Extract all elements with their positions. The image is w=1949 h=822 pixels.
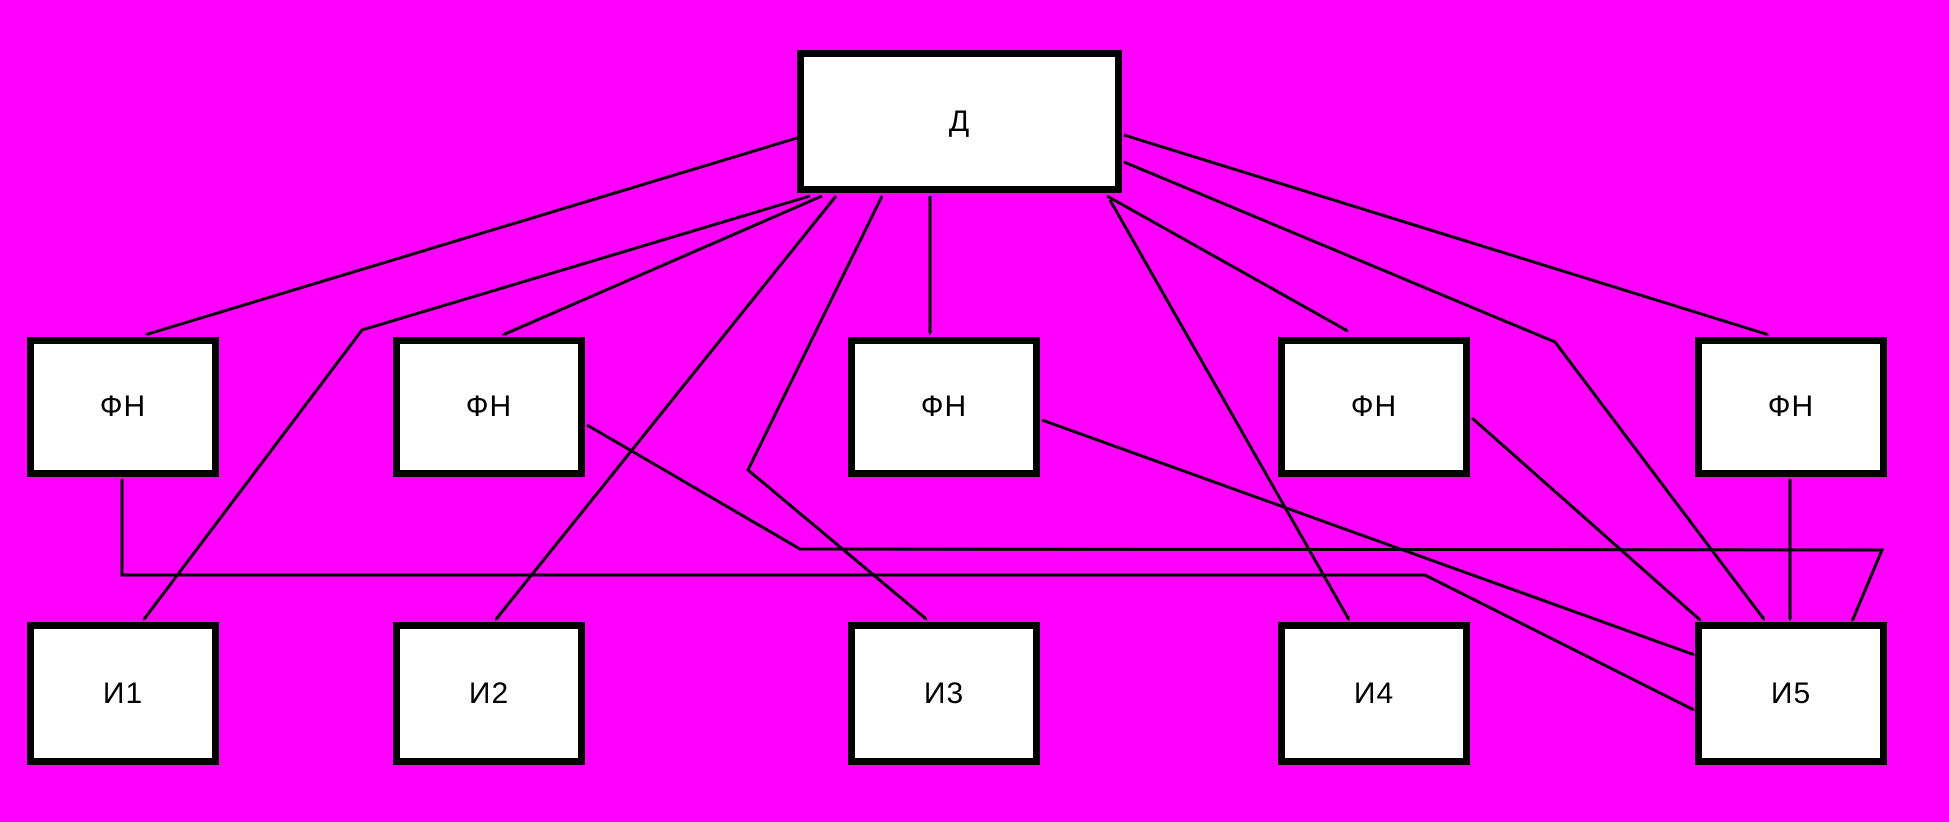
- node-i5: И5: [1695, 622, 1887, 765]
- node-fn3: ФН: [848, 337, 1040, 477]
- node-fn1: ФН: [27, 337, 219, 477]
- node-i1: И1: [27, 622, 219, 765]
- node-i4: И4: [1278, 622, 1470, 765]
- node-i3: И3: [848, 622, 1040, 765]
- node-i5-label: И5: [1770, 676, 1812, 710]
- edge-d-fn2: [505, 194, 823, 334]
- node-i4-label: И4: [1353, 676, 1395, 710]
- node-i2: И2: [393, 622, 585, 765]
- edge-fn2-i5: [586, 423, 1885, 619]
- edge-fn4-i5: [1471, 416, 1699, 619]
- node-d-label: Д: [948, 104, 971, 138]
- node-i2-label: И2: [468, 676, 510, 710]
- node-fn2-label: ФН: [465, 390, 513, 423]
- edge-d-fn4: [1106, 194, 1346, 330]
- node-fn4: ФН: [1278, 337, 1470, 477]
- node-fn5-label: ФН: [1767, 390, 1815, 423]
- edge-d-fn1: [148, 136, 798, 334]
- node-fn5: ФН: [1695, 337, 1887, 477]
- node-i1-label: И1: [102, 676, 144, 710]
- edge-d-fn5: [1123, 133, 1766, 334]
- node-fn3-label: ФН: [920, 390, 968, 423]
- node-fn1-label: ФН: [99, 390, 147, 423]
- node-fn2: ФН: [393, 337, 585, 477]
- node-fn4-label: ФН: [1350, 390, 1398, 423]
- node-d: Д: [797, 50, 1122, 193]
- node-i3-label: И3: [923, 676, 965, 710]
